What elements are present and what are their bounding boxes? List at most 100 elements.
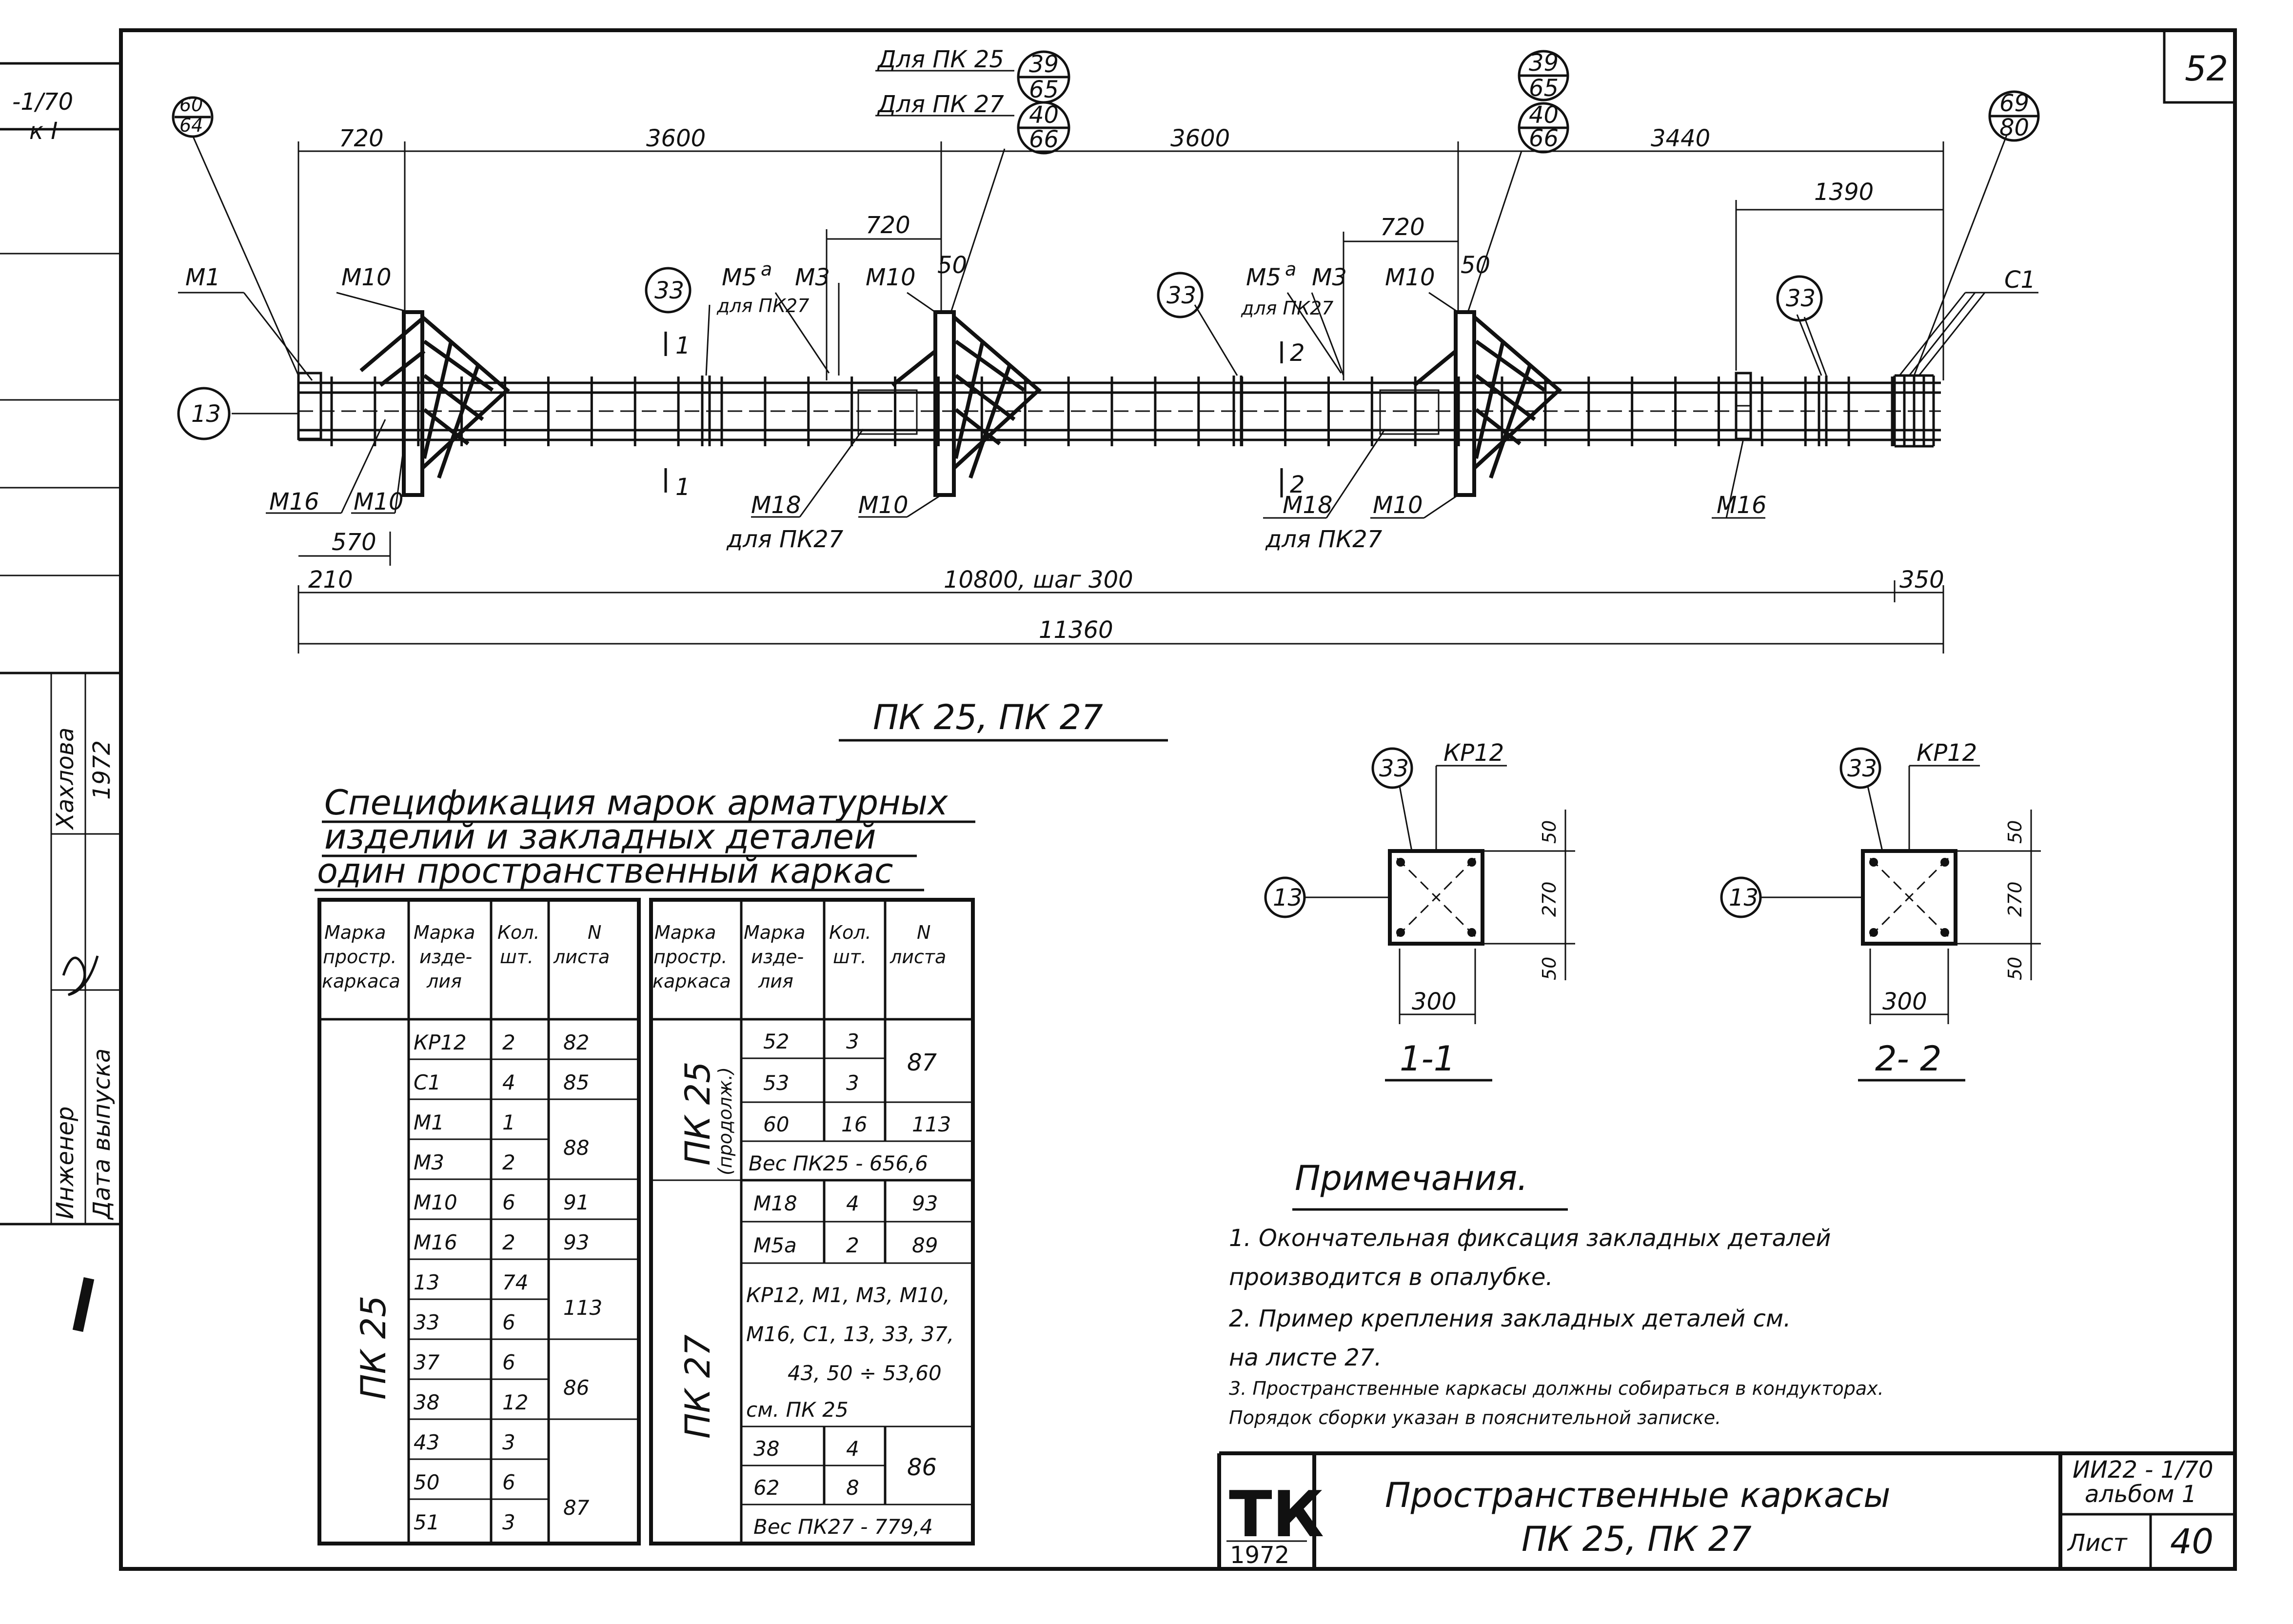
label-for-pk27: Для ПК 27 (877, 91, 1004, 118)
dim-570: 570 (332, 529, 376, 556)
spec-right-h4-1: N (917, 922, 930, 943)
dim-350: 350 (1899, 566, 1944, 594)
section-mark-1-top: 1 (675, 332, 691, 359)
spec-r3-1-1: 8 (846, 1476, 859, 1500)
label-for-pk27-lower-2: для ПК27 (1265, 526, 1383, 553)
spec-left-cell: 88 (563, 1136, 589, 1160)
spec-left-cell: 2 (502, 1150, 515, 1174)
spec-left-cell: 2 (502, 1230, 515, 1254)
label-m5a-2-sup: а (1285, 258, 1296, 280)
label-m1: М1 (185, 264, 220, 291)
spec-right-h1-2: простр. (653, 946, 727, 968)
spec-title-line2: изделий и закладных деталей (324, 817, 876, 857)
spec-left-cell: 6 (502, 1470, 515, 1494)
sheet-number-box (2163, 29, 2236, 104)
notes-title: Примечания. (1295, 1158, 1528, 1198)
sec2-title: 2- 2 (1875, 1039, 1942, 1079)
spec-list-3: см. ПК 25 (746, 1398, 849, 1422)
tb-code-line1: ИИ22 - 1/70 (2073, 1456, 2214, 1484)
label-m16-right: М16 (1717, 492, 1767, 519)
spec-left-cell: 1 (502, 1110, 515, 1134)
spec-left-cell: КР12 (414, 1030, 467, 1054)
spec-left-cell: 51 (414, 1510, 439, 1534)
callout-66-b: 66 (1529, 125, 1559, 152)
margin-engineer: Инженер (52, 1107, 79, 1219)
spec-weight1: Вес ПК25 - 656,6 (749, 1151, 928, 1175)
margin-date-label: Дата выпуска (88, 1049, 116, 1220)
margin-stamp-line2: к I (29, 118, 58, 145)
sec2-dim-270: 270 (2004, 881, 2026, 917)
tb-name-line1: Пространственные каркасы (1385, 1475, 1891, 1515)
sheet-number: 52 (2185, 49, 2228, 89)
note-3-line1: 3. Пространственные каркасы должны собир… (1229, 1378, 1884, 1399)
tb-sheet-label: Лист (2067, 1529, 2128, 1557)
spec-r3-0-2: 86 (907, 1454, 937, 1481)
spec-r1-2-1: 16 (841, 1112, 867, 1136)
spec-r3-1-0: 62 (753, 1476, 779, 1500)
sec1-title: 1-1 (1400, 1039, 1455, 1079)
spec-left-cell: 3 (502, 1430, 515, 1454)
spec-right-h2-2: изде- (751, 946, 804, 968)
tb-year: 1972 (1230, 1542, 1289, 1569)
spec-right-h2-3: лия (758, 970, 793, 992)
title-block: ТК 1972 Пространственные каркасы ПК 25, … (1217, 1451, 2235, 1569)
sec1-pos13: 13 (1273, 884, 1303, 911)
spec-left-cell: 6 (502, 1350, 515, 1374)
left-margin: -1/70 к I Инженер Дата выпуска Хахлова 1… (0, 62, 121, 1332)
spec-r3-0-1: 4 (846, 1437, 859, 1461)
spec-left-h4-1: N (588, 922, 601, 943)
spec-left-cell: 87 (563, 1496, 590, 1520)
spec-left-cell: 12 (502, 1390, 528, 1414)
spec-left-cell: 3 (502, 1510, 515, 1534)
spec-left-cell: 37 (414, 1350, 440, 1374)
section-1-1: 33 КР12 13 300 50 270 50 1-1 (1264, 739, 1575, 1082)
spec-left-cell: 38 (414, 1390, 439, 1414)
spec-r2-0-0: М18 (753, 1191, 797, 1215)
sec1-dim-50-bottom: 50 (1539, 957, 1560, 980)
spec-left-cell: 2 (502, 1030, 515, 1054)
spec-left-h4-2: листа (553, 946, 610, 968)
spec-left-cell: 6 (502, 1310, 515, 1334)
sec2-dim-300: 300 (1882, 988, 1927, 1015)
spec-title-line3: один пространственный каркас (317, 851, 893, 891)
spec-r1-0-0: 52 (763, 1030, 789, 1053)
spec-r2-0-1: 4 (846, 1191, 859, 1215)
callout-13: 13 (191, 400, 221, 428)
spec-left-h2-2: изде- (419, 946, 472, 968)
spec-left-h2-3: лия (426, 970, 462, 992)
label-c1: С1 (2004, 266, 2036, 294)
margin-signature (62, 955, 99, 996)
spec-left-cell: 33 (414, 1310, 439, 1334)
spec-left-h1-1: Марка (324, 922, 386, 943)
notes: Примечания. 1. Окончательная фиксация за… (1229, 1158, 1884, 1428)
label-m5a-1-sup: а (761, 258, 772, 280)
callout-66-a: 66 (1029, 126, 1059, 153)
section-mark-2-bottom: 2 (1290, 471, 1305, 498)
spec-right-group1: ПК 25 (678, 1061, 718, 1166)
tb-code-line2: альбом 1 (2085, 1481, 2196, 1508)
spec-r1-1-1: 3 (846, 1071, 859, 1095)
callout-33-c: 33 (1786, 285, 1816, 312)
spec-left-cell: 91 (563, 1190, 589, 1214)
spec-left-cell: 74 (502, 1270, 528, 1294)
dim-50-b: 50 (1461, 252, 1490, 279)
sec2-dim-50-top: 50 (2004, 820, 2026, 844)
sec2-pos33: 33 (1847, 755, 1877, 782)
label-m10-left-lower: М10 (354, 488, 404, 515)
spec-left-cell: 43 (414, 1430, 439, 1454)
spec-right-h4-2: листа (890, 946, 946, 968)
spec-r1-1-0: 53 (763, 1071, 789, 1095)
spec-left-cell: 13 (414, 1270, 439, 1294)
sec2-bar-kr12: КР12 (1917, 739, 1977, 767)
spec-left-cell: 93 (563, 1230, 589, 1254)
sheet-frame (119, 28, 2237, 1571)
sec1-dim-50-top: 50 (1539, 820, 1560, 844)
drawing-title: ПК 25, ПК 27 (873, 697, 1103, 737)
spec-left-cell: 86 (563, 1376, 589, 1400)
sec2-pos13: 13 (1729, 884, 1759, 911)
label-for-pk27-2: для ПК27 (1241, 297, 1333, 319)
spec-r1-0-2: 87 (907, 1049, 937, 1076)
spec-right-h2-1: Марка (744, 922, 805, 943)
margin-mark (72, 1277, 95, 1332)
label-m5a-1: М5 (722, 264, 757, 291)
